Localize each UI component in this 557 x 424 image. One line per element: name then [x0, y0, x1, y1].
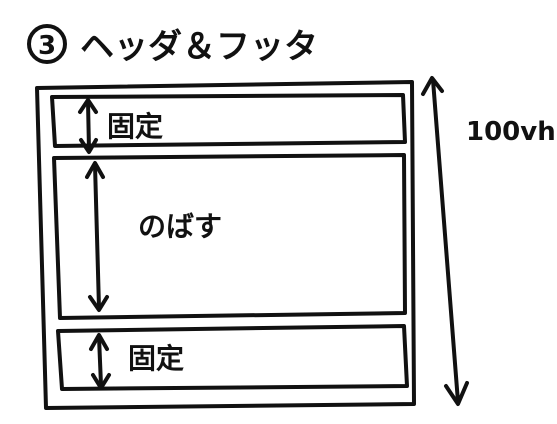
footer-box — [56, 324, 409, 391]
header-box — [50, 93, 407, 148]
footer-label: 固定 — [128, 342, 184, 375]
header-height-arrow — [78, 98, 98, 154]
body-height-arrow — [85, 161, 109, 312]
header-label: 固定 — [107, 110, 163, 143]
title-number-badge: 3 — [27, 24, 67, 64]
body-box — [52, 153, 407, 320]
page-frame — [35, 80, 416, 410]
title-number-circle — [27, 24, 67, 64]
title-text: ヘッダ＆フッタ — [80, 27, 318, 67]
body-label: のばす — [138, 210, 222, 243]
viewport-height-arrow — [421, 76, 469, 406]
viewport-height-label: 100vh — [466, 117, 556, 147]
title-number: 3 — [38, 31, 56, 61]
footer-height-arrow — [89, 333, 111, 390]
